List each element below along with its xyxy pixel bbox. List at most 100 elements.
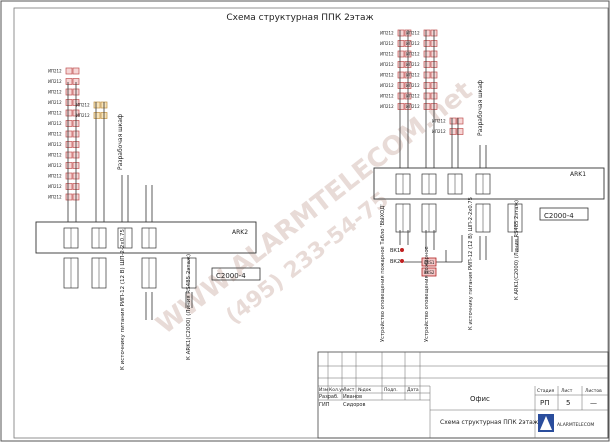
smoke-detector <box>397 50 405 58</box>
right-bus-lines <box>399 30 487 168</box>
smoke-detector <box>65 162 73 169</box>
left-bus-lines <box>67 82 153 222</box>
right-note-b: Устройство оповещения пожарное <box>423 246 430 342</box>
detector-label: ИП212 <box>380 31 394 36</box>
smoke-detector <box>65 88 73 96</box>
tb-gip-label: ГИП <box>319 402 330 408</box>
detector-label: ИП212 <box>380 41 394 46</box>
ark1-box <box>373 167 605 200</box>
detector-label: ИП212 <box>406 83 420 88</box>
company-logo-mark <box>540 416 552 430</box>
ark2-label: ARK2 <box>232 229 248 236</box>
tb-sheets-value: — <box>590 399 597 407</box>
sheet-title: Схема структурная ППК 2этаж <box>226 13 373 23</box>
detector-label: ИП212 <box>76 113 90 118</box>
detector-label: ИП212 <box>432 119 446 124</box>
left-terminals <box>63 227 197 289</box>
smoke-detector <box>423 103 431 110</box>
tb-company: ALARMTELECOM <box>557 422 594 428</box>
right-socket-note: Разрабочая шкаф <box>477 80 484 136</box>
detector-label: ИП212 <box>48 100 62 105</box>
smoke-detector <box>423 82 431 89</box>
smoke-detector <box>65 130 73 138</box>
detector-label: ИП212 <box>406 31 420 36</box>
smoke-detector <box>65 67 73 75</box>
smoke-detector <box>423 71 431 79</box>
left-rs485-note: К ARK1(C2000) (Линия RS485 2этаж) <box>186 254 192 360</box>
detector-label: ИП212 <box>48 174 62 179</box>
right-bottom-leads <box>399 230 519 263</box>
tb-sheets-header: Листов <box>585 388 602 394</box>
smoke-detector <box>65 109 73 117</box>
detector-label: ИП212 <box>406 52 420 57</box>
detector-label: ИП212 <box>380 104 394 109</box>
smoke-detector <box>65 193 73 201</box>
detector-label: ИП212 <box>48 184 62 189</box>
tb-col-ndok: №док <box>358 387 372 393</box>
smoke-detector <box>449 128 457 135</box>
ark1-label: ARK1 <box>570 171 586 178</box>
right-terminals <box>395 173 523 233</box>
ark2-box <box>35 221 257 254</box>
tb-stage-value: РП <box>540 399 550 407</box>
bks1-label: BKS1 <box>424 260 435 265</box>
tb-stage-header: Стадия <box>537 388 555 394</box>
detector-label: ИП212 <box>48 132 62 137</box>
right-rs485-note: К ARK1(C2000) (Линия RS485 2этаж) <box>514 200 520 300</box>
smoke-detector <box>423 40 431 47</box>
smoke-detector <box>397 92 405 100</box>
detector-label: ИП212 <box>406 104 420 109</box>
vk1-label: ВК1 <box>390 248 400 254</box>
tb-drawing-name: Схема структурная ППК 2этаж <box>440 419 539 426</box>
right-device-label: C2000-4 <box>544 212 574 220</box>
left-power-note: К источнику питания РИП-12 (12 В) ШП-2-2… <box>120 229 126 370</box>
smoke-detector <box>65 78 73 85</box>
detector-label: ИП212 <box>48 142 62 147</box>
detector-label: ИП212 <box>380 73 394 78</box>
siren-device <box>421 267 437 277</box>
right-device-frame <box>539 207 589 221</box>
tb-sheet-value: 5 <box>566 399 570 407</box>
tb-razrab-label: Разраб. <box>319 394 339 400</box>
smoke-detector <box>65 172 73 180</box>
smoke-detector <box>423 92 431 100</box>
detector-label: ИП212 <box>48 69 62 74</box>
detector-label: ИП212 <box>380 52 394 57</box>
smoke-detector <box>423 29 431 37</box>
detector-label: ИП212 <box>406 73 420 78</box>
right-power-note: К источнику питания РИП-12 (12 В) ШП-2-2… <box>468 197 474 330</box>
right-note-a: Устройство оповещения пожарное Табло 'ВЫ… <box>379 204 386 342</box>
detector-label: ИП212 <box>406 94 420 99</box>
tb-col-podp: Подп. <box>384 387 398 393</box>
smoke-detector <box>449 117 457 125</box>
detector-label: ИП212 <box>380 83 394 88</box>
smoke-detector <box>423 50 431 58</box>
bks2-label: BKS2 <box>424 270 435 275</box>
detector-label: ИП212 <box>48 90 62 95</box>
detector-label: ИП212 <box>48 163 62 168</box>
smoke-detector <box>397 40 405 47</box>
vk2-indicator <box>400 259 404 263</box>
smoke-detector <box>65 99 73 106</box>
smoke-detector <box>397 103 405 110</box>
smoke-detector <box>65 141 73 148</box>
smoke-detector <box>456 117 464 125</box>
drawing-frame <box>13 7 609 439</box>
detector-label: ИП212 <box>380 94 394 99</box>
tb-col-list: Лист <box>343 387 355 393</box>
tb-object-name: Офис <box>470 395 490 403</box>
detector-label: ИП212 <box>406 62 420 67</box>
smoke-detector <box>397 71 405 79</box>
tb-col-data: Дата <box>407 387 419 393</box>
smoke-detector <box>65 151 73 159</box>
left-bottom-leads <box>145 292 193 320</box>
exit-sign-device <box>421 257 437 267</box>
smoke-detector <box>65 120 73 127</box>
smoke-detector <box>93 101 101 109</box>
left-device-frame <box>211 267 261 281</box>
detector-label: ИП212 <box>48 79 62 84</box>
